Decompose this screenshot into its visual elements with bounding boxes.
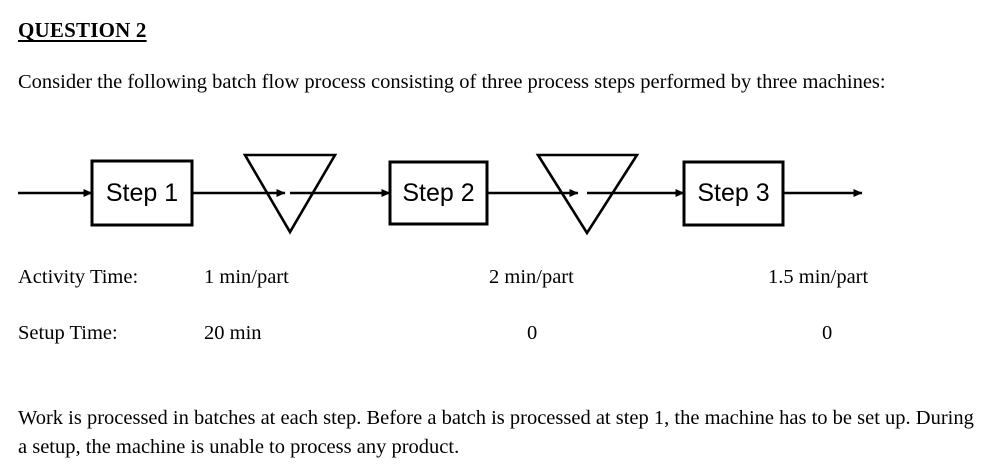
setup-time-step-3: 0 [822,322,833,344]
setup-time-step-2: 0 [527,322,538,344]
closing-paragraph: Work is processed in batches at each ste… [18,407,974,458]
activity-time-label: Activity Time: [18,266,139,288]
setup-time-step-1: 20 min [204,322,262,344]
step-2-box [388,160,489,226]
step-2-label: Step 2 [402,179,474,207]
intro-paragraph: Consider the following batch flow proces… [18,71,886,93]
step-3-label: Step 3 [697,179,769,207]
page-title: QUESTION 2 [18,18,147,42]
activity-time-step-3: 1.5 min/part [768,266,869,288]
setup-time-label: Setup Time: [18,322,118,344]
activity-time-step-1: 1 min/part [204,266,289,288]
activity-time-step-2: 2 min/part [489,266,574,288]
step-1-label: Step 1 [106,179,178,207]
process-flow-diagram: Step 1 Step 2 Step 3 [0,140,1004,250]
step-3-box [682,160,785,227]
